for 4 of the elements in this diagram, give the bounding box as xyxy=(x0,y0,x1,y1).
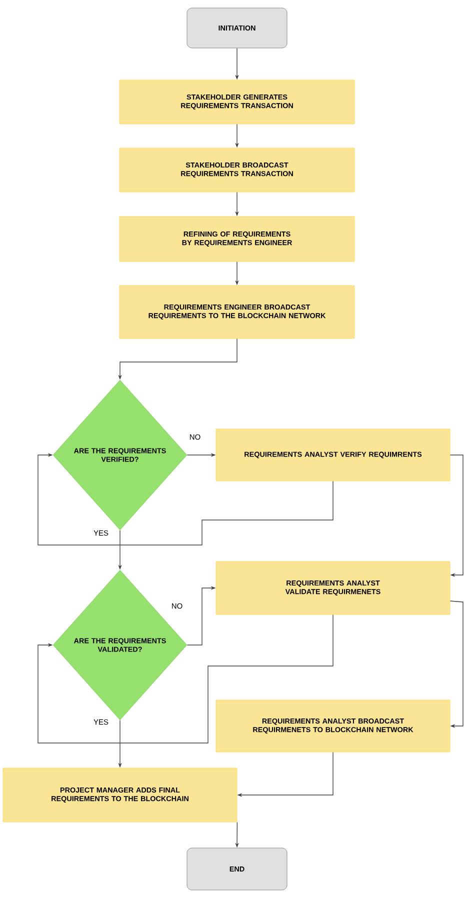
arrow xyxy=(38,614,334,744)
arrow xyxy=(450,600,464,728)
arrow xyxy=(450,454,464,577)
arrow xyxy=(38,453,334,546)
